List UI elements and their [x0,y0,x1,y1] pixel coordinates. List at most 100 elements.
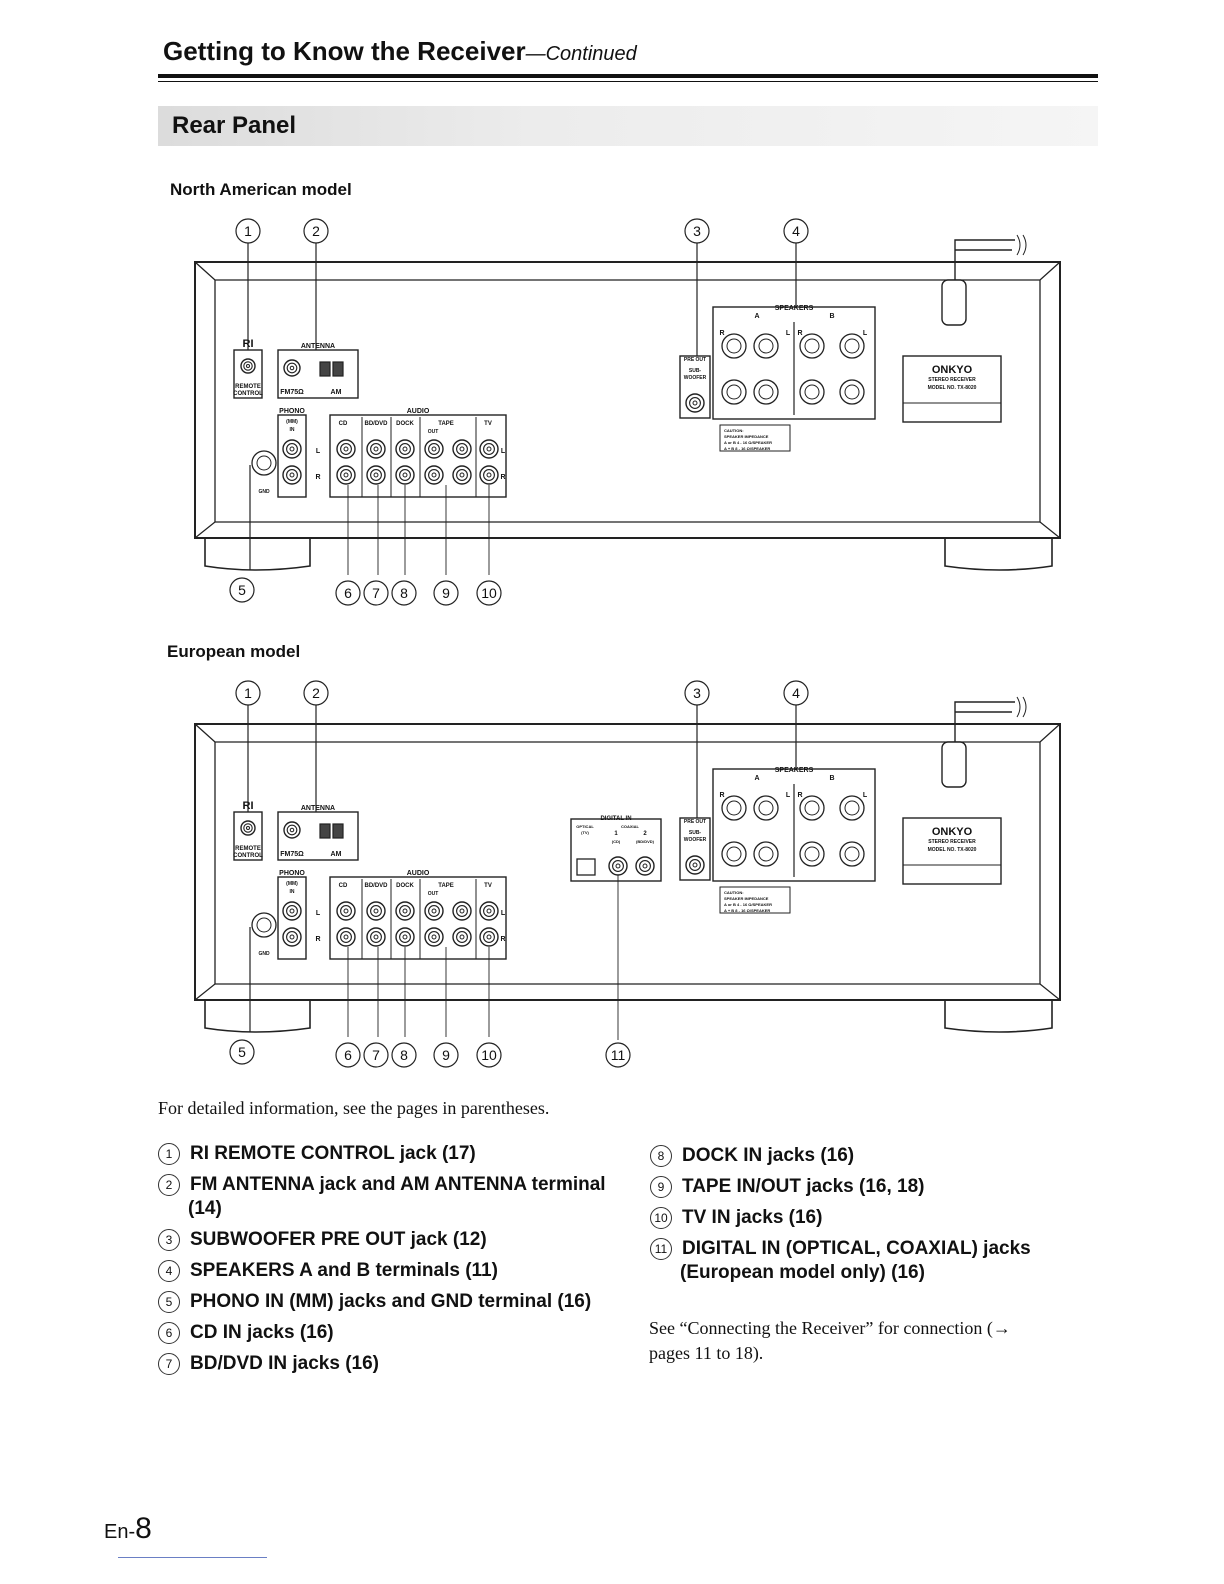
jack-pin-icon [615,863,621,869]
callout-number: 9 [442,1047,450,1063]
gnd-terminal-icon [251,912,277,938]
jack-pin-icon [431,446,437,452]
callout-circle [605,1042,631,1068]
terminal-knob-icon [758,338,774,354]
nameplate-box [902,817,1002,885]
cord-break-icon [1016,696,1027,718]
gnd-label: GND [258,489,270,495]
terminal-knob-icon [758,800,774,816]
na-model-label: North American model [170,180,352,199]
preout-label: PRE OUT [684,819,706,825]
callout-number: 5 [238,1044,246,1060]
see-also-text: See “Connecting the Receiver” for connec… [649,1318,1011,1363]
cord-break-icon [1016,234,1027,256]
spk-r-label: R [797,792,802,799]
item-number: 3 [158,1229,180,1251]
mm-label: (MM) [286,881,298,887]
terminal-knob-icon [726,384,742,400]
phono-l-label: L [316,448,321,455]
jack-ring-icon [286,824,298,836]
chassis-bevel [1039,521,1061,539]
eu-model-label: European model [167,642,301,661]
jack-pin-icon [289,827,295,833]
audio-box [329,414,507,498]
speaker-b-label: B [829,775,834,782]
coax-bddvd-label: (BD/DVD) [636,839,655,844]
caution-label: CAUTION: [724,428,744,433]
jack-ring-icon [370,469,382,481]
fm-label: FM75Ω [280,851,304,858]
caution-label: A or B 4 - 16 Ω/SPEAKER [724,440,772,445]
speakers-label: SPEAKERS [775,767,814,774]
sub-label: SUB- [689,830,702,836]
terminal-knob-icon [726,338,742,354]
jack-ring-icon [286,362,298,374]
caution-label: SPEAKER IMPEDANCE [724,896,769,901]
callout-number: 11 [611,1047,626,1063]
audio-r-label: R [500,474,505,481]
jack-pin-icon [343,934,349,940]
header-rule [158,74,1098,78]
audio-col-label: TV [484,421,492,427]
jack-ring-icon [456,469,468,481]
jack-ring-icon [483,469,495,481]
jack-ring-icon [456,905,468,917]
callout-circle [363,580,389,606]
item-number: 1 [158,1143,180,1165]
chassis-bevel [1039,983,1061,1001]
callout-number: 4 [792,223,800,239]
jack-ring-icon [456,931,468,943]
antenna-box [277,349,359,399]
jack-pin-icon [459,908,465,914]
page-header: Getting to Know the Receiver—Continued [163,36,637,67]
item-number: 4 [158,1260,180,1282]
jack-ring-icon [370,931,382,943]
spk-l-label: L [863,792,868,799]
audio-col-label: TAPE [438,421,454,427]
callout-number: 9 [442,585,450,601]
terminal-knob-icon [804,338,820,354]
jack-ring-icon [286,931,298,943]
model-no-label: MODEL NO. TX-8020 [928,385,977,391]
item-text: TAPE IN/OUT jacks (16, 18) [682,1176,925,1197]
callout-circle [433,1042,459,1068]
jack-pin-icon [402,908,408,914]
terminal-knob-icon [256,917,272,933]
jack-ring-icon [456,443,468,455]
callout-number: 1 [244,685,252,701]
am-terminal-icon [332,823,344,839]
preout-label: PRE OUT [684,357,706,363]
audio-col-label: BD/DVD [364,883,388,889]
audio-col-label: DOCK [396,421,414,427]
audio-col-label: CD [339,883,348,889]
item-number: 2 [158,1174,180,1196]
digital-in-box [570,818,662,882]
cord-strain-relief-icon [941,279,967,326]
jack-pin-icon [486,908,492,914]
brand-label: ONKYO [932,364,973,376]
jack-pin-icon [431,908,437,914]
chassis-outline [194,261,1061,539]
remote-label: REMOTE [235,384,261,390]
phono-label: PHONO [279,408,305,415]
terminal-knob-icon [844,384,860,400]
callout-number: 4 [792,685,800,701]
callout-circle [391,1042,417,1068]
jack-pin-icon [289,934,295,940]
jack-pin-icon [459,934,465,940]
foot-left-icon [204,1000,311,1033]
chassis-bevel [194,521,216,539]
jack-pin-icon [373,472,379,478]
item-text: BD/DVD IN jacks (16) [190,1353,380,1374]
spk-l-label: L [786,330,791,337]
audio-label: AUDIO [407,870,430,877]
terminal-knob-icon [844,800,860,816]
antenna-label: ANTENNA [301,805,335,812]
audio-label: AUDIO [407,408,430,415]
callout-circle [433,580,459,606]
chassis-bevel [194,983,216,1001]
